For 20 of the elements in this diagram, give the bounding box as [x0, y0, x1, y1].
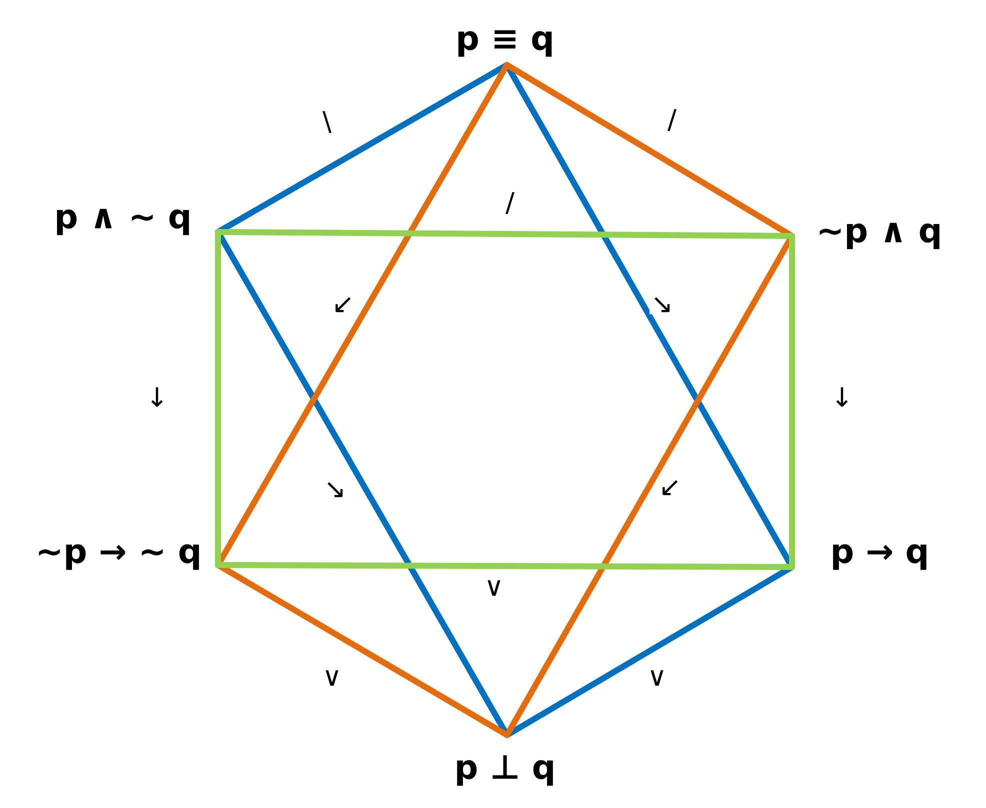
edge-label: ∨ [646, 668, 668, 688]
edge-label: ↙ [658, 478, 682, 498]
edge-label: ∨ [482, 578, 506, 598]
vertex-label: p ⊥ q [457, 755, 553, 786]
edge-label: / [504, 190, 516, 216]
vertex-label: ~p ∧ q [820, 222, 940, 250]
relation-line [215, 229, 221, 568]
vertex-label: p ∧ ~ q [57, 208, 189, 236]
edge-label: ∨ [320, 668, 344, 688]
edge-label: ↙ [330, 296, 356, 314]
edge-label: / [666, 108, 678, 132]
edge-label: ↘ [650, 296, 674, 314]
relation-line [789, 233, 795, 570]
edge-label: \ [321, 110, 333, 134]
vertex-label: ~p → ~ q [38, 544, 199, 570]
edge-label: ↓ [144, 386, 170, 408]
edge-label: ↘ [322, 480, 348, 500]
vertex-label: p ≡ q [458, 30, 552, 57]
edge-label: ↓ [830, 386, 854, 408]
vertex-label: p → q [833, 544, 926, 570]
